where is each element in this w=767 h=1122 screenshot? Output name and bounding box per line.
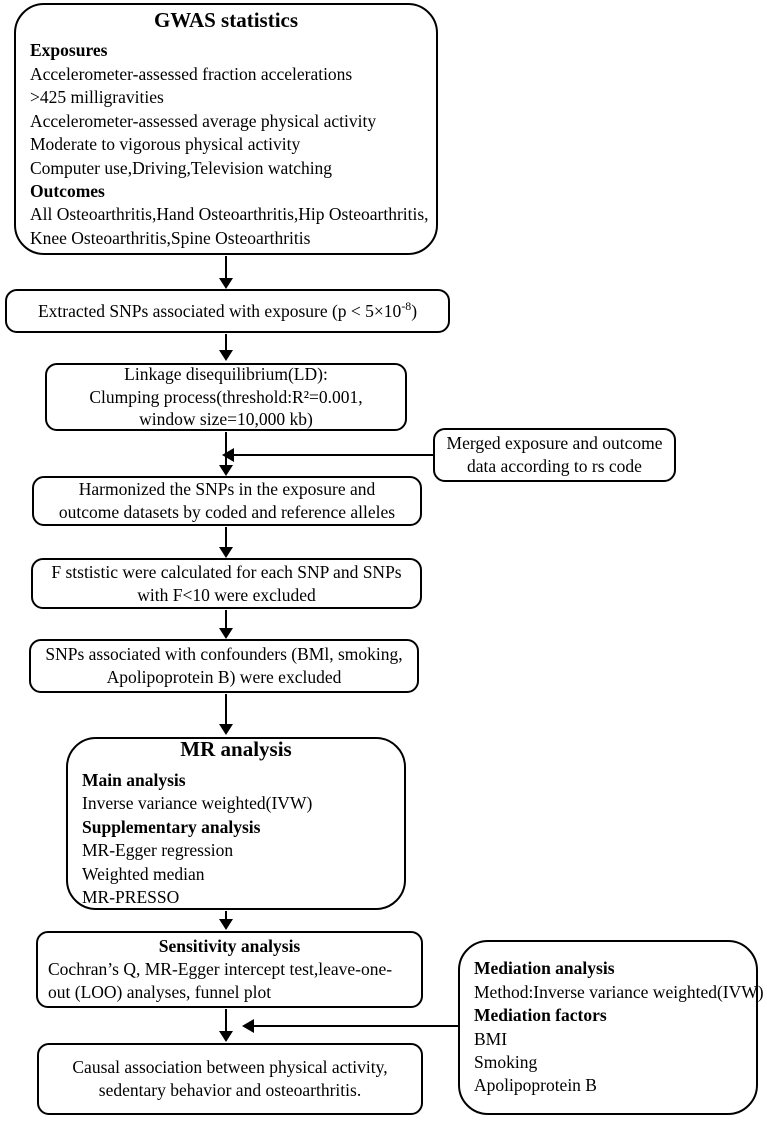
- ld-line: Linkage disequilibrium(LD):: [124, 363, 328, 384]
- node-linkage-disequilibrium: Linkage disequilibrium(LD): Clumping pro…: [45, 363, 407, 431]
- arrowhead-fstat-to-confounders: [219, 628, 233, 639]
- gwas-exposure-item: Accelerometer-assessed average physical …: [30, 110, 377, 131]
- connector-mediation-to-spine: [252, 1025, 458, 1028]
- mr-supplementary-item: MR-PRESSO: [82, 887, 180, 908]
- node-extracted-snps: Extracted SNPs associated with exposure …: [5, 289, 450, 333]
- gwas-outcome-item: All Osteoarthritis,Hand Osteoarthritis,H…: [30, 204, 429, 225]
- node-sensitivity-analysis: Sensitivity analysis Cochran’s Q, MR-Egg…: [36, 931, 423, 1008]
- ld-line: Clumping process(threshold:R²=0.001,: [89, 386, 363, 407]
- gwas-exposures-heading: Exposures: [30, 40, 108, 61]
- arrowhead-mediation-to-spine: [242, 1019, 254, 1033]
- node-merged-exposure-outcome: Merged exposure and outcome data accordi…: [433, 428, 676, 482]
- node-harmonized-snps: Harmonized the SNPs in the exposure and …: [32, 476, 422, 526]
- mr-title: MR analysis: [180, 737, 292, 762]
- extracted-snps-exponent: -8: [401, 298, 412, 313]
- node-mr-analysis: MR analysis Main analysis Inverse varian…: [66, 737, 406, 910]
- arrowhead-confounders-to-mr: [219, 724, 233, 735]
- gwas-title: GWAS statistics: [153, 7, 299, 32]
- gwas-outcomes-heading: Outcomes: [30, 180, 105, 201]
- merged-line: data according to rs code: [467, 456, 642, 476]
- mediation-factor-item: BMI: [474, 1028, 508, 1049]
- node-conclusion: Causal association between physical acti…: [37, 1043, 423, 1115]
- confounders-line: Apolipoprotein B) were excluded: [106, 667, 342, 687]
- mr-body: Main analysis Inverse variance weighted(…: [68, 769, 404, 910]
- extracted-snps-suffix: ): [411, 300, 418, 321]
- conclusion-line: Causal association between physical acti…: [72, 1057, 388, 1078]
- extracted-snps-prefix: Extracted SNPs associated with exposure …: [37, 300, 402, 321]
- extracted-snps-text: Extracted SNPs associated with exposure …: [7, 300, 448, 323]
- mediation-factor-item: Apolipoprotein B: [474, 1075, 597, 1096]
- arrowhead-sensitivity-to-conclusion: [219, 1031, 233, 1042]
- connector-extracted-to-ld: [225, 334, 228, 353]
- sensitivity-line: Cochran’s Q, MR-Egger intercept test,lea…: [48, 958, 393, 979]
- mediation-factor-item: Smoking: [474, 1051, 538, 1072]
- mediation-analysis-heading: Mediation analysis: [474, 958, 615, 979]
- arrowhead-mr-to-sensitivity: [219, 919, 233, 930]
- node-mediation-analysis: Mediation analysis Method:Inverse varian…: [458, 940, 764, 1115]
- connector-ld-to-harmonized: [225, 432, 228, 469]
- mr-main-item: Inverse variance weighted(IVW): [82, 793, 313, 814]
- mr-main-heading: Main analysis: [82, 770, 186, 790]
- arrowhead-harmonized-to-fstat: [219, 547, 233, 558]
- connector-gwas-to-extracted: [225, 256, 228, 282]
- node-confounder-snps: SNPs associated with confounders (BMl, s…: [29, 639, 419, 693]
- mediation-factors-heading: Mediation factors: [474, 1005, 607, 1026]
- confounders-line: SNPs associated with confounders (BMl, s…: [45, 644, 403, 665]
- sensitivity-line: out (LOO) analyses, funnel plot: [48, 981, 272, 1002]
- harmonized-line: outcome datasets by coded and reference …: [58, 502, 396, 522]
- mr-supplementary-item: Weighted median: [82, 863, 205, 884]
- harmonized-line: Harmonized the SNPs in the exposure and: [78, 479, 376, 500]
- sensitivity-title: Sensitivity analysis: [158, 935, 301, 956]
- mediation-body: Mediation analysis Method:Inverse varian…: [460, 957, 764, 1098]
- mr-supplementary-item: MR-Egger regression: [82, 840, 234, 861]
- mediation-method: Method:Inverse variance weighted(IVW): [474, 981, 764, 1002]
- fstat-line: with F<10 were excluded: [137, 584, 316, 605]
- ld-line: window size=10,000 kb): [139, 409, 313, 430]
- connector-harmonized-to-fstat: [225, 527, 228, 551]
- connector-mr-to-sensitivity: [225, 911, 228, 923]
- arrowhead-merged-to-spine: [222, 448, 234, 462]
- merged-line: Merged exposure and outcome: [446, 433, 663, 454]
- arrowhead-extracted-to-ld: [219, 350, 233, 361]
- mr-supplementary-heading: Supplementary analysis: [82, 816, 261, 837]
- connector-merged-to-spine: [232, 454, 433, 457]
- fstat-line: F ststistic were calculated for each SNP…: [51, 561, 402, 582]
- connector-fstat-to-confounders: [225, 610, 228, 632]
- gwas-outcome-item: Knee Osteoarthritis,Spine Osteoarthritis: [30, 227, 311, 248]
- gwas-exposure-item: >425 milligravities: [30, 87, 164, 108]
- arrowhead-gwas-to-extracted: [219, 278, 233, 289]
- arrowhead-ld-to-harmonized: [219, 465, 233, 476]
- gwas-exposure-item: Moderate to vigorous physical activity: [30, 134, 301, 155]
- node-f-statistic: F ststistic were calculated for each SNP…: [31, 558, 422, 609]
- connector-confounders-to-mr: [225, 694, 228, 726]
- gwas-body: Exposures Accelerometer-assessed fractio…: [16, 39, 436, 250]
- gwas-exposure-item: Computer use,Driving,Television watching: [30, 157, 333, 178]
- gwas-exposure-item: Accelerometer-assessed fraction accelera…: [30, 63, 353, 84]
- connector-sensitivity-to-conclusion: [225, 1009, 228, 1034]
- node-gwas-statistics: GWAS statistics Exposures Accelerometer-…: [14, 3, 438, 255]
- conclusion-line: sedentary behavior and osteoarthritis.: [98, 1080, 362, 1100]
